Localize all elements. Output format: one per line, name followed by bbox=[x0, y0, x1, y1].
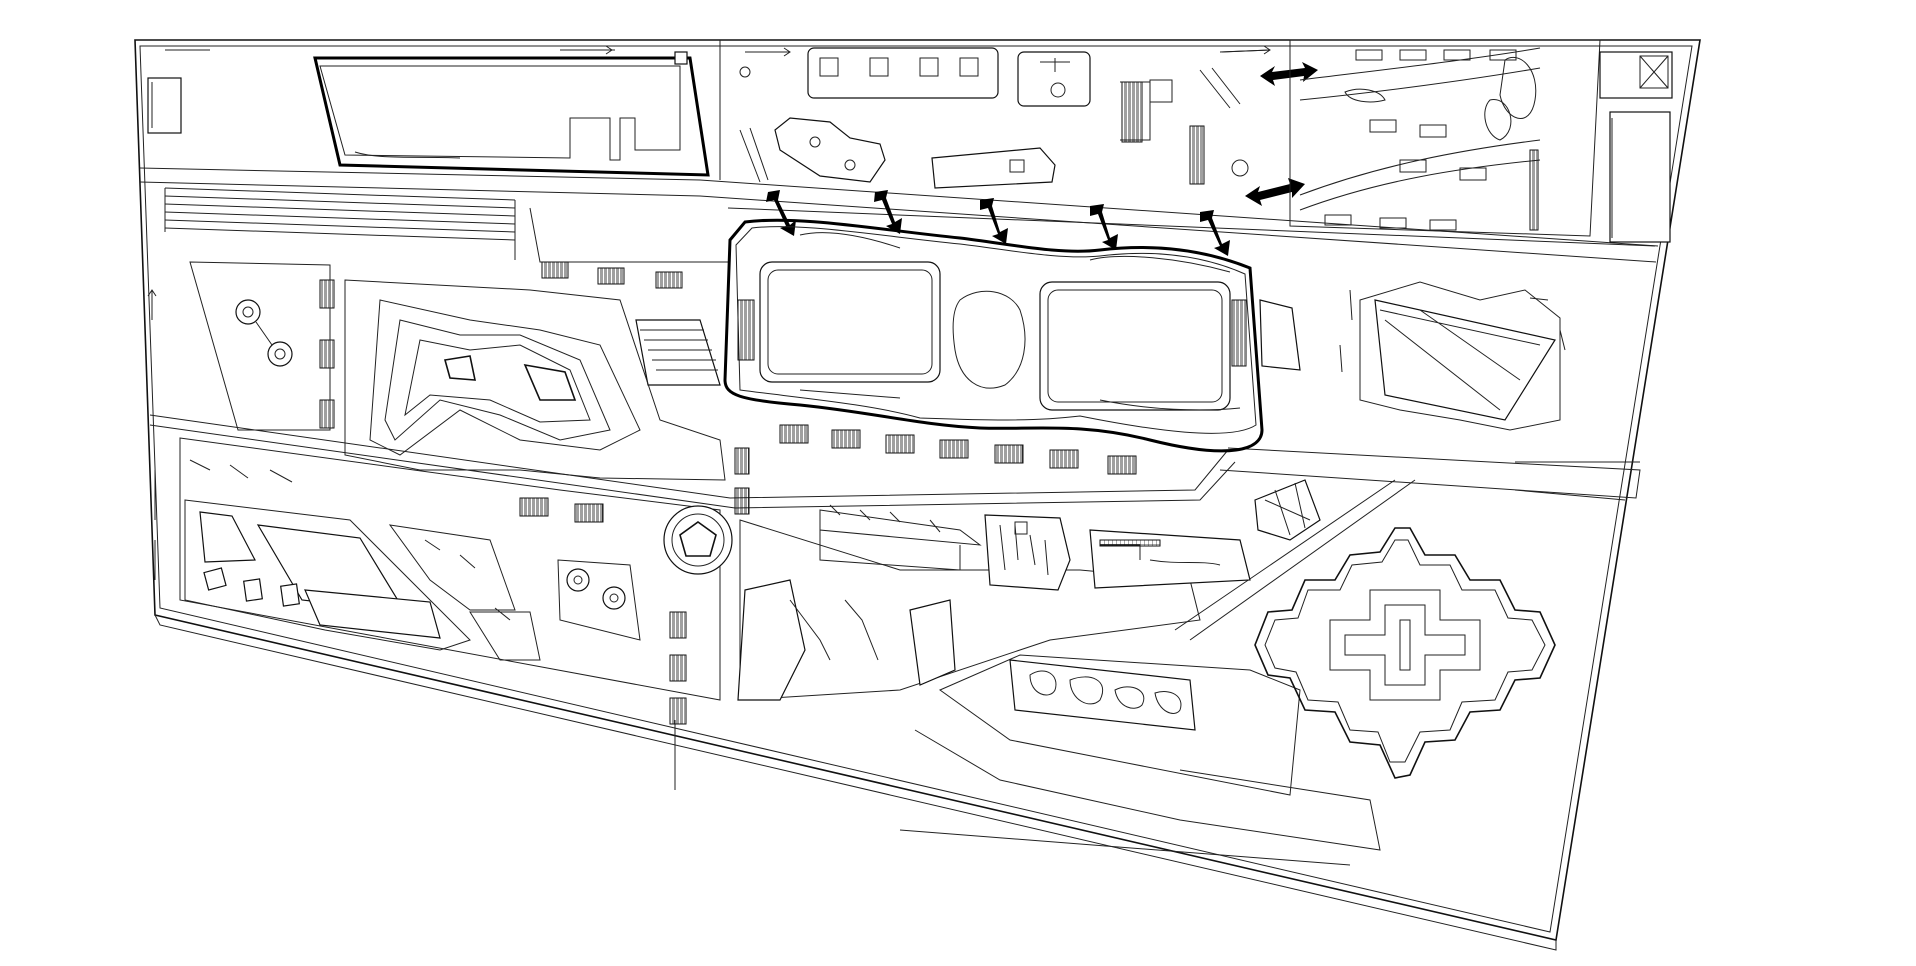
building-top-right-corner bbox=[1599, 51, 1673, 243]
lower-pond bbox=[914, 654, 1381, 851]
terraced-landform bbox=[189, 261, 726, 481]
tree-clusters bbox=[235, 299, 641, 641]
parking-stripes bbox=[164, 187, 516, 260]
central-arena-complex bbox=[635, 218, 1301, 453]
double-headed-arrow-icon bbox=[980, 198, 1008, 244]
small-arrow-icon bbox=[1221, 45, 1271, 55]
small-arrow-icon bbox=[147, 289, 157, 320]
building-top-left bbox=[147, 49, 1271, 177]
double-headed-arrow-icon bbox=[1245, 178, 1305, 206]
lower-left-park bbox=[179, 437, 721, 701]
double-headed-arrow-icon bbox=[1090, 204, 1118, 250]
double-headed-arrow-icon bbox=[1200, 210, 1230, 256]
small-arrow-icon bbox=[560, 45, 613, 55]
double-headed-arrow-icon bbox=[874, 190, 902, 234]
playground-area bbox=[739, 47, 1249, 189]
building-right-folded bbox=[1339, 281, 1566, 431]
double-headed-arrow-icon bbox=[766, 190, 796, 236]
site-boundary bbox=[134, 39, 1701, 951]
direction-arrows bbox=[147, 45, 1271, 580]
pentagon-plaza bbox=[663, 505, 733, 575]
garden-top-right bbox=[1289, 39, 1601, 237]
double-headed-arrow-icon bbox=[1260, 62, 1318, 86]
flow-arrows bbox=[766, 62, 1318, 256]
knot-maze bbox=[1254, 527, 1556, 779]
central-lower-park bbox=[737, 479, 1321, 701]
small-arrow-icon bbox=[745, 47, 791, 57]
